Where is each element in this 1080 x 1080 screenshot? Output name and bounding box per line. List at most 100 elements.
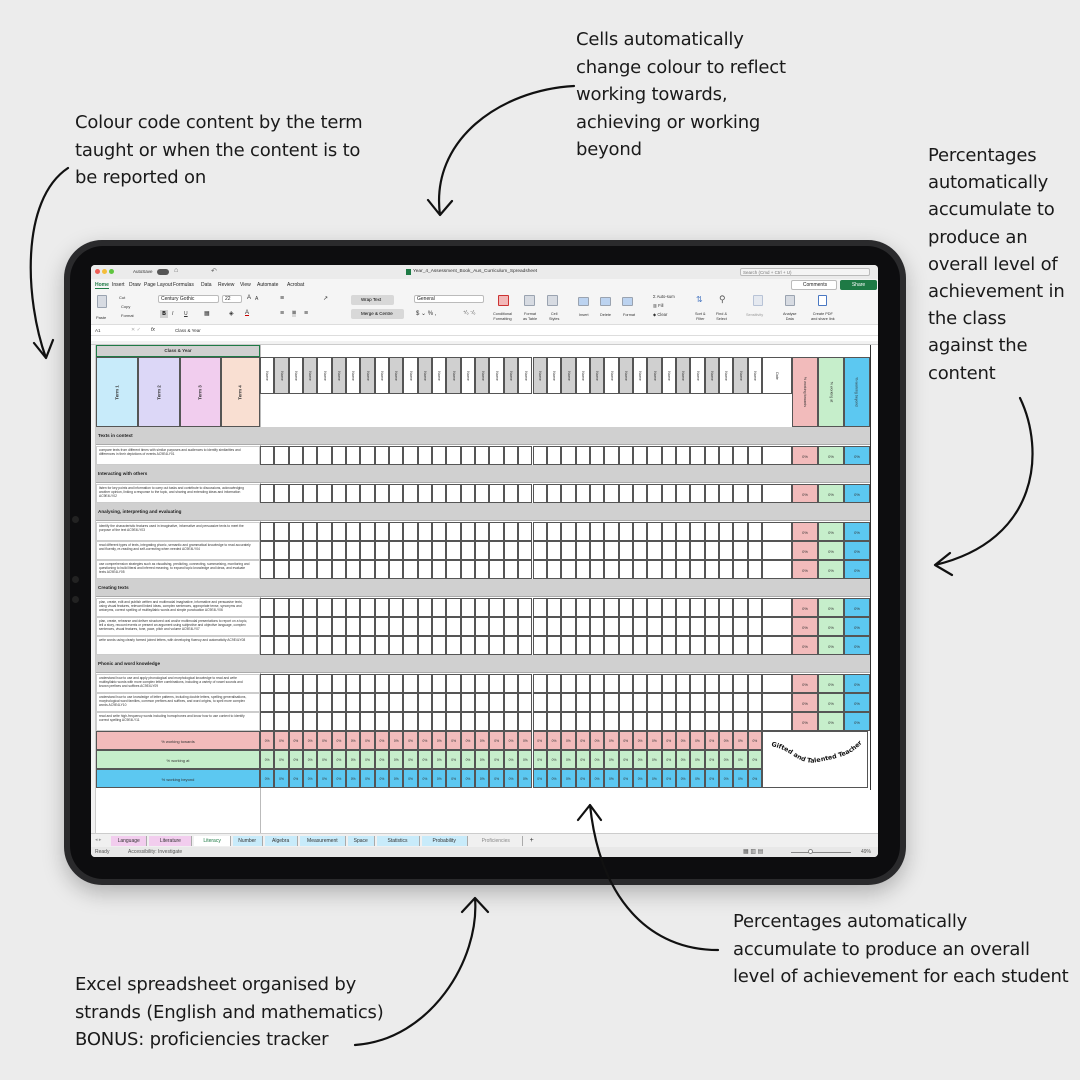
term-header-3[interactable]: Term 3 bbox=[180, 357, 221, 427]
assessment-cell[interactable] bbox=[274, 446, 289, 465]
assessment-cell[interactable] bbox=[331, 560, 347, 579]
assessment-cell[interactable] bbox=[532, 560, 547, 579]
assessment-cell[interactable] bbox=[718, 446, 734, 465]
tab-data[interactable]: Data bbox=[201, 282, 212, 288]
assessment-cell[interactable] bbox=[432, 560, 447, 579]
assessment-cell[interactable] bbox=[274, 522, 289, 541]
formula-input[interactable]: Class & Year bbox=[175, 327, 201, 333]
align-left-icon[interactable]: ≡ bbox=[280, 310, 285, 317]
assessment-cell[interactable] bbox=[589, 636, 605, 655]
assessment-cell[interactable] bbox=[575, 674, 590, 693]
assessment-cell[interactable] bbox=[475, 598, 490, 617]
assessment-cell[interactable] bbox=[604, 693, 619, 712]
date-cell[interactable] bbox=[762, 712, 792, 731]
assessment-cell[interactable] bbox=[561, 446, 576, 465]
assessment-cell[interactable] bbox=[446, 598, 461, 617]
assessment-cell[interactable] bbox=[747, 636, 762, 655]
assessment-cell[interactable] bbox=[575, 484, 590, 503]
assessment-cell[interactable] bbox=[288, 674, 303, 693]
assessment-cell[interactable] bbox=[733, 712, 748, 731]
assessment-cell[interactable] bbox=[546, 560, 562, 579]
assessment-cell[interactable] bbox=[690, 617, 705, 636]
assessment-cell[interactable] bbox=[460, 560, 476, 579]
assessment-cell[interactable] bbox=[260, 541, 275, 560]
assessment-cell[interactable] bbox=[518, 446, 533, 465]
student-name-header[interactable]: Name bbox=[317, 357, 332, 394]
assessment-cell[interactable] bbox=[747, 446, 762, 465]
assessment-cell[interactable] bbox=[675, 712, 691, 731]
student-name-header[interactable]: Name bbox=[489, 357, 504, 394]
assessment-cell[interactable] bbox=[317, 674, 332, 693]
comments-button[interactable]: Comments bbox=[791, 280, 837, 290]
assessment-cell[interactable] bbox=[331, 541, 347, 560]
assessment-cell[interactable] bbox=[503, 541, 519, 560]
assessment-cell[interactable] bbox=[317, 446, 332, 465]
assessment-cell[interactable] bbox=[503, 598, 519, 617]
assessment-cell[interactable] bbox=[546, 636, 562, 655]
assessment-cell[interactable] bbox=[532, 522, 547, 541]
assessment-cell[interactable] bbox=[632, 560, 648, 579]
pct-header-1[interactable]: % working towards bbox=[792, 357, 818, 427]
assessment-cell[interactable] bbox=[604, 598, 619, 617]
assessment-cell[interactable] bbox=[317, 522, 332, 541]
tab-acrobat[interactable]: Acrobat bbox=[287, 282, 305, 288]
assessment-cell[interactable] bbox=[647, 560, 662, 579]
assessment-cell[interactable] bbox=[417, 560, 433, 579]
assessment-cell[interactable] bbox=[489, 522, 504, 541]
assessment-cell[interactable] bbox=[403, 541, 418, 560]
assessment-cell[interactable] bbox=[446, 560, 461, 579]
date-cell[interactable] bbox=[762, 446, 792, 465]
assessment-cell[interactable] bbox=[460, 522, 476, 541]
assessment-cell[interactable] bbox=[489, 484, 504, 503]
assessment-cell[interactable] bbox=[604, 484, 619, 503]
assessment-cell[interactable] bbox=[432, 484, 447, 503]
assessment-cell[interactable] bbox=[675, 636, 691, 655]
assessment-cell[interactable] bbox=[733, 693, 748, 712]
assessment-cell[interactable] bbox=[503, 446, 519, 465]
assessment-cell[interactable] bbox=[303, 560, 318, 579]
assessment-cell[interactable] bbox=[346, 712, 361, 731]
assessment-cell[interactable] bbox=[389, 674, 404, 693]
assessment-cell[interactable] bbox=[604, 712, 619, 731]
assessment-cell[interactable] bbox=[561, 560, 576, 579]
assessment-cell[interactable] bbox=[360, 522, 375, 541]
assessment-cell[interactable] bbox=[417, 541, 433, 560]
assessment-cell[interactable] bbox=[403, 712, 418, 731]
assessment-cell[interactable] bbox=[546, 674, 562, 693]
tab-automate[interactable]: Automate bbox=[257, 282, 279, 288]
assessment-cell[interactable] bbox=[489, 560, 504, 579]
assessment-cell[interactable] bbox=[432, 636, 447, 655]
assessment-cell[interactable] bbox=[503, 636, 519, 655]
assessment-cell[interactable] bbox=[747, 522, 762, 541]
assessment-cell[interactable] bbox=[303, 693, 318, 712]
assessment-cell[interactable] bbox=[704, 636, 719, 655]
cut-button[interactable]: Cut bbox=[119, 295, 126, 300]
date-header[interactable]: Date bbox=[762, 357, 792, 394]
tab-view[interactable]: View bbox=[240, 282, 251, 288]
assessment-cell[interactable] bbox=[647, 636, 662, 655]
assessment-cell[interactable] bbox=[460, 693, 476, 712]
assessment-cell[interactable] bbox=[675, 674, 691, 693]
assessment-cell[interactable] bbox=[675, 522, 691, 541]
assessment-cell[interactable] bbox=[475, 522, 490, 541]
assessment-cell[interactable] bbox=[575, 522, 590, 541]
font-size-select[interactable]: 22 bbox=[222, 295, 242, 303]
assessment-cell[interactable] bbox=[389, 560, 404, 579]
assessment-cell[interactable] bbox=[618, 617, 633, 636]
assessment-cell[interactable] bbox=[661, 446, 676, 465]
assessment-cell[interactable] bbox=[331, 446, 347, 465]
assessment-cell[interactable] bbox=[503, 617, 519, 636]
assessment-cell[interactable] bbox=[589, 446, 605, 465]
assessment-cell[interactable] bbox=[718, 484, 734, 503]
assessment-cell[interactable] bbox=[475, 712, 490, 731]
date-cell[interactable] bbox=[762, 693, 792, 712]
date-cell[interactable] bbox=[762, 674, 792, 693]
assessment-cell[interactable] bbox=[403, 560, 418, 579]
assessment-cell[interactable] bbox=[690, 712, 705, 731]
assessment-cell[interactable] bbox=[733, 446, 748, 465]
student-name-header[interactable]: Name bbox=[260, 357, 275, 394]
pct-header-2[interactable]: % working at bbox=[818, 357, 844, 427]
